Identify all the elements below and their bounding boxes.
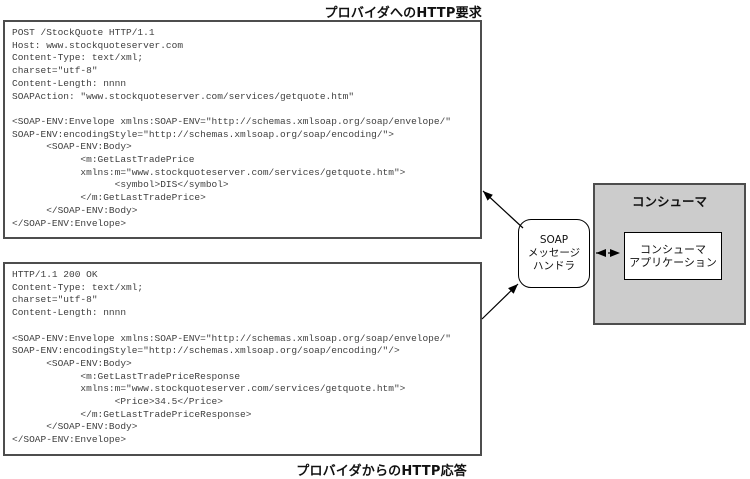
request-title: プロバイダへのHTTP要求 <box>324 6 482 21</box>
response-arrow <box>481 283 519 320</box>
http-request-message-box: POST /StockQuote HTTP/1.1 Host: www.stoc… <box>3 20 482 239</box>
http-response-code: HTTP/1.1 200 OK Content-Type: text/xml; … <box>12 269 451 446</box>
http-request-code: POST /StockQuote HTTP/1.1 Host: www.stoc… <box>12 27 451 229</box>
consumer-title: コンシューマ <box>631 194 707 209</box>
soap-message-handler-box: SOAP メッセージ ハンドラ <box>518 219 590 288</box>
consumer-container-box: コンシューマ コンシューマ アプリケーション <box>593 183 746 325</box>
response-title: プロバイダからのHTTP応答 <box>296 464 467 479</box>
request-arrow <box>482 190 524 229</box>
http-response-message-box: HTTP/1.1 200 OK Content-Type: text/xml; … <box>3 262 482 456</box>
consumer-application-label: コンシューマ アプリケーション <box>629 242 717 270</box>
consumer-application-box: コンシューマ アプリケーション <box>624 232 722 280</box>
soap-message-handler-label: SOAP メッセージ ハンドラ <box>527 234 581 272</box>
